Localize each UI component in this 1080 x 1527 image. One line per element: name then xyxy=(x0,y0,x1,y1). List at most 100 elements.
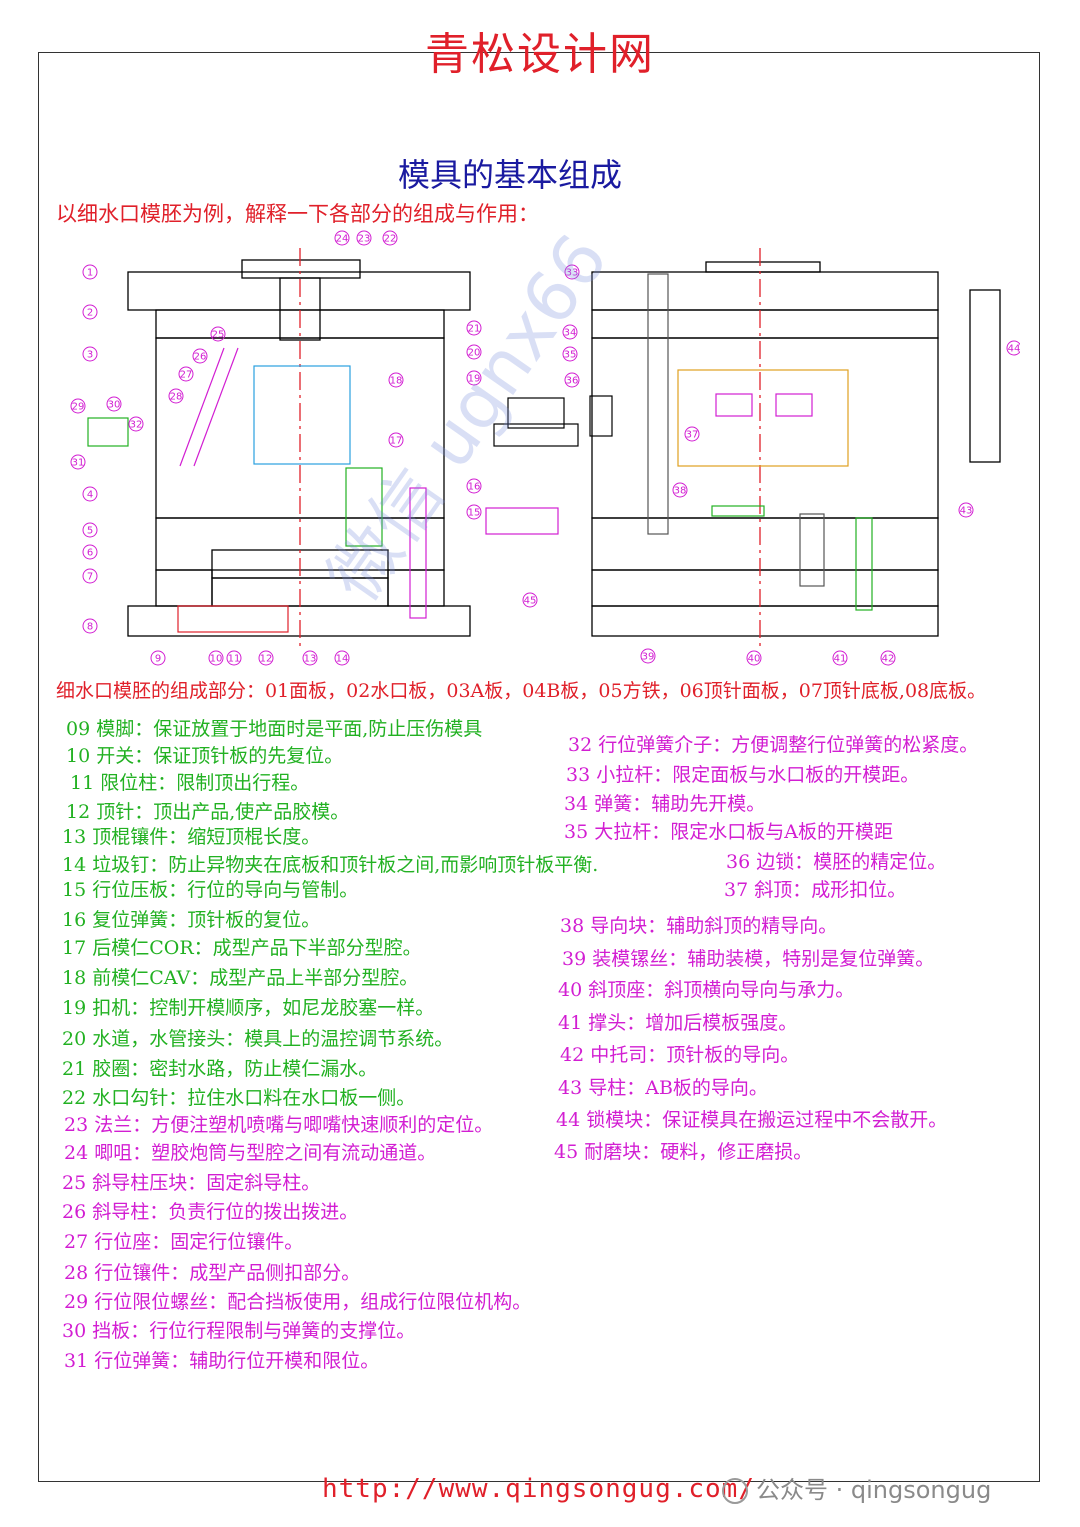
part-number: 12 xyxy=(66,801,91,823)
callout-circle xyxy=(522,592,538,608)
callout-circle xyxy=(70,398,86,414)
part-number: 23 xyxy=(64,1114,89,1136)
wechat-badge: 公众号 · qingsongug xyxy=(722,1470,991,1505)
callout-label: 25 xyxy=(212,330,225,341)
part-item-29: 29 行位限位螺丝：配合挡板使用，组成行位限位机构。 xyxy=(64,1287,531,1314)
callout-label: 36 xyxy=(566,376,579,387)
part-number: 26 xyxy=(62,1201,87,1223)
callout-circle xyxy=(334,230,350,246)
part-description: 耐磨块：硬料，修正磨损。 xyxy=(578,1141,813,1163)
left-view-plates xyxy=(127,248,471,648)
part-number: 20 xyxy=(62,1028,87,1050)
part-item-41: 41 撑头：增加后模板强度。 xyxy=(558,1008,797,1035)
part-item-26: 26 斜导柱：负责行位的拨出拨进。 xyxy=(62,1197,358,1224)
callout-circle xyxy=(388,372,404,388)
part-item-17: 17 后模仁COR：成型产品下半部分型腔。 xyxy=(62,933,422,960)
callout-circle xyxy=(82,568,98,584)
callout-label: 15 xyxy=(468,508,481,519)
part-number: 19 xyxy=(62,997,87,1019)
callout-label: 37 xyxy=(686,430,699,441)
part-description: 垃圾钉：防止异物夹在底板和顶针板之间,而影响顶针板平衡. xyxy=(86,854,599,876)
part-item-27: 27 行位座：固定行位镶件。 xyxy=(64,1227,303,1254)
part-description: 顶棍镶件：缩短顶棍长度。 xyxy=(86,826,321,848)
part-description: 开关：保证顶针板的先复位。 xyxy=(90,745,344,767)
right-view-inserts xyxy=(647,273,873,611)
callout-label: 40 xyxy=(748,654,761,665)
callout-circle xyxy=(208,650,224,666)
part-item-36: 36 边锁：模胚的精定位。 xyxy=(726,847,946,874)
callout-circle xyxy=(70,454,86,470)
part-item-32: 32 行位弹簧介子：方便调整行位弹簧的松紧度。 xyxy=(568,730,978,757)
callout-label: 6 xyxy=(87,548,93,559)
part-item-13: 13 顶棍镶件：缩短顶棍长度。 xyxy=(62,822,320,849)
part-number: 25 xyxy=(62,1172,87,1194)
part-description: 装模镙丝：辅助装模，特别是复位弹簧。 xyxy=(586,948,935,970)
callout-label: 28 xyxy=(170,392,183,403)
callout-label: 33 xyxy=(566,268,579,279)
callout-circle xyxy=(210,326,226,342)
part-item-23: 23 法兰：方便注塑机喷嘴与唧嘴快速顺利的定位。 xyxy=(64,1110,493,1137)
part-item-20: 20 水道，水管接头：模具上的温控调节系统。 xyxy=(62,1024,453,1051)
part-number: 36 xyxy=(726,851,751,873)
callout-circle xyxy=(334,650,350,666)
part-number: 11 xyxy=(70,772,95,794)
callout-circle xyxy=(382,230,398,246)
part-description: 小拉杆：限定面板与水口板的开模距。 xyxy=(590,764,920,786)
part-description: 扣机：控制开模顺序，如尼龙胶塞一样。 xyxy=(86,997,435,1019)
part-item-10: 10 开关：保证顶针板的先复位。 xyxy=(66,741,343,768)
part-description: 大拉杆：限定水口板与A板的开模距 xyxy=(588,821,893,843)
part-number: 35 xyxy=(564,821,589,843)
callout-label: 14 xyxy=(336,654,349,665)
part-item-44: 44 锁模块：保证模具在搬运过程中不会散开。 xyxy=(556,1105,947,1132)
part-number: 33 xyxy=(566,764,591,786)
callout-circle xyxy=(128,416,144,432)
part-number: 15 xyxy=(62,879,87,901)
callout-circle xyxy=(746,650,762,666)
part-description: 行位弹簧：辅助行位开模和限位。 xyxy=(88,1350,380,1372)
part-item-40: 40 斜顶座：斜顶横向导向与承力。 xyxy=(558,975,854,1002)
callout-circle xyxy=(82,264,98,280)
callout-circle xyxy=(150,650,166,666)
callout-circle xyxy=(466,478,482,494)
callout-circle xyxy=(562,346,578,362)
part-item-34: 34 弹簧：辅助先开模。 xyxy=(564,789,765,816)
part-item-12: 12 顶针：顶出产品,使产品胶模。 xyxy=(66,797,349,824)
callout-circle xyxy=(640,648,656,664)
part-number: 10 xyxy=(66,745,91,767)
part-description: 行位座：固定行位镶件。 xyxy=(88,1231,304,1253)
part-item-45: 45 耐磨块：硬料，修正磨损。 xyxy=(554,1137,812,1164)
part-number: 17 xyxy=(62,937,87,959)
callout-label: 38 xyxy=(674,486,687,497)
callout-label: 34 xyxy=(564,328,577,339)
callout-label: 26 xyxy=(194,352,207,363)
part-number: 41 xyxy=(558,1012,583,1034)
part-number: 45 xyxy=(554,1141,579,1163)
callout-circle xyxy=(466,504,482,520)
site-url[interactable]: http://www.qingsongug.com/ xyxy=(322,1474,755,1504)
part-number: 43 xyxy=(558,1077,583,1099)
part-item-31: 31 行位弹簧：辅助行位开模和限位。 xyxy=(64,1346,379,1373)
part-description: 锁模块：保证模具在搬运过程中不会散开。 xyxy=(580,1109,948,1131)
part-number: 22 xyxy=(62,1087,87,1109)
callout-label: 39 xyxy=(642,652,655,663)
part-item-09: 09 模脚：保证放置于地面时是平面,防止压伤模具 xyxy=(66,714,482,741)
callout-circle xyxy=(106,396,122,412)
callout-label: 11 xyxy=(228,654,241,665)
callout-circle xyxy=(178,366,194,382)
part-item-35: 35 大拉杆：限定水口板与A板的开模距 xyxy=(564,817,893,844)
callout-label: 24 xyxy=(336,234,349,245)
part-item-24: 24 唧咀：塑胶炮筒与型腔之间有流动通道。 xyxy=(64,1138,436,1165)
side-parts xyxy=(485,395,613,535)
callout-label: 10 xyxy=(210,654,223,665)
callout-circle xyxy=(564,372,580,388)
composition-text: 细水口模胚的组成部分：01面板，02水口板，03A板，04B板，05方铁，06顶… xyxy=(56,680,987,702)
callout-label: 20 xyxy=(468,348,481,359)
part-item-42: 42 中托司：顶针板的导向。 xyxy=(560,1040,799,1067)
part-description: 行位镶件：成型产品侧扣部分。 xyxy=(88,1262,361,1284)
part-number: 28 xyxy=(64,1262,89,1284)
part-number: 42 xyxy=(560,1044,585,1066)
callout-label: 44 xyxy=(1008,344,1020,355)
callout-label: 3 xyxy=(87,350,93,361)
part-description: 行位弹簧介子：方便调整行位弹簧的松紧度。 xyxy=(592,734,979,756)
